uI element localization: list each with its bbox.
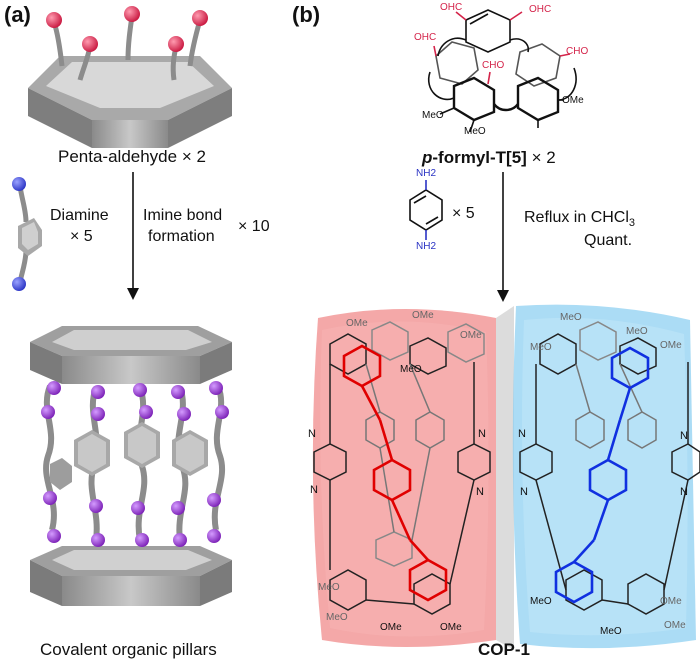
caption-multiplier: × 2	[526, 148, 556, 167]
cop-meo-8: MeO	[600, 626, 622, 637]
cop-meo-6: MeO	[530, 342, 552, 353]
imine-n-8: N	[680, 486, 688, 498]
meo-label-1: MeO	[422, 110, 444, 121]
reflux-text: Reflux in CHCl	[524, 209, 629, 226]
panel-a-label: (a)	[4, 2, 31, 27]
imine-n-3: N	[478, 428, 486, 440]
imine-n-2: N	[310, 484, 318, 496]
p-formyl-t5-structure	[427, 9, 577, 133]
imine-n-4: N	[476, 486, 484, 498]
phenylenediamine-multiplier: × 5	[452, 205, 475, 222]
cop-meo-4: MeO	[560, 312, 582, 323]
cop-meo-5: MeO	[626, 326, 648, 337]
cop-meo-3: MeO	[326, 612, 348, 623]
cop-ome-7: OMe	[660, 596, 682, 607]
penta-aldehyde-ring	[28, 6, 232, 148]
pillar-caption: Covalent organic pillars	[40, 640, 217, 659]
nh2-top-label: NH2	[416, 168, 437, 179]
cho-label-5: CHO	[566, 46, 589, 57]
center-divider	[496, 306, 514, 650]
imine-n-5: N	[518, 428, 526, 440]
cop-ome-5: OMe	[440, 622, 462, 633]
diamine-multiplier: × 5	[70, 228, 93, 245]
cho-bonds	[433, 11, 571, 85]
cop-ome-6: OMe	[660, 340, 682, 351]
meo-label-2: MeO	[464, 126, 486, 137]
imine-n-6: N	[520, 486, 528, 498]
cop1-red-half	[312, 309, 496, 647]
cop-meo-1: MeO	[400, 364, 422, 375]
imine-condition-line1: Imine bond	[143, 207, 223, 224]
ome-label-1: OMe	[562, 95, 584, 106]
reflux-subscript: 3	[628, 217, 636, 230]
p-formyl-t5-caption: p-formyl-T[5] × 2	[422, 148, 556, 168]
cop1-caption: COP-1	[478, 640, 530, 659]
cop-ome-8: OMe	[664, 620, 686, 631]
caption-italic-p: p	[422, 148, 433, 167]
cop-meo-2: MeO	[318, 582, 340, 593]
imine-condition-multiplier: × 10	[238, 218, 270, 235]
penta-aldehyde-caption: Penta-aldehyde × 2	[58, 147, 206, 166]
cop-ome-4: OMe	[380, 622, 402, 633]
cop1-left-framework	[313, 321, 491, 615]
covalent-organic-pillar	[30, 326, 232, 606]
cop-ome-2: OMe	[412, 310, 434, 321]
imine-condition-line2: formation	[148, 228, 215, 245]
cho-label-1: OHC	[440, 2, 463, 13]
reflux-condition: Reflux in CHCl3	[524, 207, 635, 234]
cop-ome-3: OMe	[460, 330, 482, 341]
diamine-linker	[12, 177, 42, 291]
phenylenediamine-structure	[409, 180, 443, 240]
cho-label-2: OHC	[529, 4, 552, 15]
imine-n-7: N	[680, 430, 688, 442]
imine-n-1: N	[308, 428, 316, 440]
reaction-arrow-a	[127, 172, 139, 300]
blue-highlight-strand	[554, 346, 650, 604]
cho-label-3: OHC	[414, 32, 437, 43]
diamine-label: Diamine	[50, 207, 109, 224]
red-highlight-strand	[342, 344, 448, 602]
panel-b-label: (b)	[292, 2, 321, 27]
cop-meo-7: MeO	[530, 596, 552, 607]
cop-ome-1: OMe	[346, 318, 368, 329]
caption-main: -formyl-T[5]	[432, 148, 527, 167]
reaction-arrow-b	[497, 172, 509, 302]
cho-label-4: CHO	[482, 60, 505, 71]
nh2-bottom-label: NH2	[416, 241, 437, 252]
quant-label: Quant.	[584, 232, 633, 249]
